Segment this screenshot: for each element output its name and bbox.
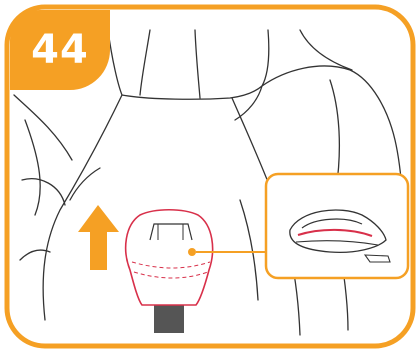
buckle-highlight — [126, 210, 213, 333]
arrow-up-icon — [78, 205, 119, 270]
step-number: 44 — [31, 27, 89, 73]
zoom-callout — [266, 174, 408, 278]
step-number-badge: 44 — [10, 10, 110, 90]
